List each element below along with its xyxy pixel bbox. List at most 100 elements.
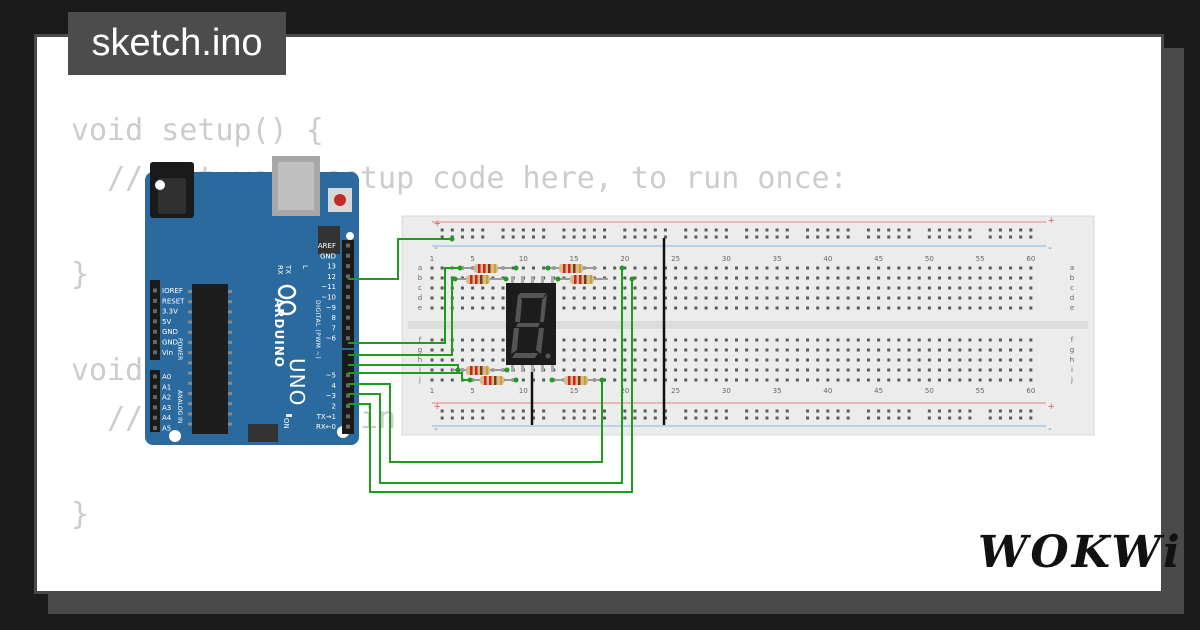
digital-header-pin[interactable] bbox=[346, 404, 350, 408]
terminal-hole bbox=[836, 338, 840, 342]
resistor-6[interactable] bbox=[466, 376, 518, 385]
analog-header-pin[interactable] bbox=[153, 374, 157, 379]
terminal-hole bbox=[968, 286, 972, 290]
rail-hole bbox=[440, 416, 444, 420]
power-header-pin[interactable] bbox=[153, 329, 157, 334]
power-header-pin[interactable] bbox=[153, 288, 157, 293]
terminal-hole bbox=[491, 358, 495, 362]
display-pin bbox=[521, 276, 524, 283]
power-header-pin[interactable] bbox=[153, 309, 157, 314]
row-label-right: d bbox=[1070, 294, 1074, 302]
wire-pin-3[interactable] bbox=[348, 268, 623, 484]
digital-header-pin[interactable] bbox=[346, 414, 350, 419]
terminal-hole bbox=[877, 338, 881, 342]
digital-header-pin[interactable] bbox=[346, 315, 350, 320]
terminal-hole bbox=[938, 368, 941, 372]
analog-header-pin[interactable] bbox=[153, 405, 157, 410]
terminal-hole bbox=[471, 358, 475, 362]
power-header-pin[interactable] bbox=[153, 298, 157, 303]
terminal-hole bbox=[887, 286, 891, 290]
rail-hole bbox=[948, 416, 952, 420]
terminal-hole bbox=[998, 358, 1002, 362]
analog-header-pin[interactable] bbox=[153, 384, 157, 389]
terminal-hole bbox=[430, 358, 434, 362]
analog-header-pin[interactable] bbox=[153, 415, 157, 420]
terminal-hole bbox=[968, 266, 972, 270]
digital-header-pin[interactable] bbox=[346, 383, 350, 388]
terminal-hole bbox=[866, 338, 870, 342]
wire-pin-5[interactable] bbox=[348, 372, 470, 381]
terminal-hole bbox=[765, 266, 769, 270]
terminal-hole bbox=[735, 266, 738, 270]
rail-hole bbox=[1009, 416, 1013, 420]
power-header-pin[interactable] bbox=[153, 350, 157, 355]
digital-header-pin[interactable] bbox=[346, 424, 350, 429]
terminal-hole bbox=[856, 368, 860, 372]
terminal-hole bbox=[592, 338, 596, 342]
digital-header-pin[interactable] bbox=[346, 373, 350, 378]
digital-header-pin[interactable] bbox=[346, 284, 350, 289]
digital-header-pin[interactable] bbox=[346, 305, 350, 310]
terminal-hole bbox=[887, 296, 891, 300]
resistor-4[interactable] bbox=[556, 275, 608, 284]
rail-hole bbox=[775, 416, 779, 420]
wire-gnd[interactable] bbox=[348, 238, 452, 280]
wire-pin-8[interactable] bbox=[348, 267, 460, 344]
terminal-hole bbox=[704, 286, 708, 290]
resistor-3[interactable] bbox=[545, 264, 597, 273]
rail-hole bbox=[806, 409, 810, 413]
chip-pin bbox=[228, 392, 232, 395]
terminal-hole bbox=[714, 296, 718, 300]
digital-header-pin[interactable] bbox=[346, 336, 350, 341]
terminal-hole bbox=[694, 348, 698, 352]
power-header-pin[interactable] bbox=[153, 340, 157, 344]
wire-pin-4[interactable] bbox=[348, 380, 603, 463]
rail-hole bbox=[714, 409, 718, 413]
rail-hole bbox=[501, 228, 505, 232]
terminal-hole bbox=[521, 266, 525, 270]
digital-header-pin[interactable] bbox=[346, 274, 350, 279]
resistor-2[interactable] bbox=[452, 275, 504, 284]
rail-hole bbox=[653, 409, 657, 413]
digital-header-pin[interactable] bbox=[346, 393, 350, 398]
terminal-hole bbox=[633, 358, 637, 362]
digital-header-pin[interactable] bbox=[346, 243, 350, 248]
rail-hole bbox=[816, 416, 820, 420]
terminal-hole bbox=[795, 266, 799, 270]
terminal-hole bbox=[816, 378, 820, 382]
terminal-hole bbox=[643, 276, 647, 280]
column-number: 45 bbox=[874, 387, 883, 395]
terminal-hole bbox=[592, 306, 596, 310]
row-label-left: f bbox=[419, 336, 422, 344]
reset-button[interactable] bbox=[334, 194, 346, 206]
digital-header-pin[interactable] bbox=[346, 253, 350, 258]
terminal-hole bbox=[735, 378, 738, 382]
terminal-hole bbox=[653, 296, 657, 300]
terminal-hole bbox=[958, 368, 962, 372]
rail-hole bbox=[998, 416, 1002, 420]
rail-hole bbox=[1009, 228, 1013, 232]
wire-pin-2[interactable] bbox=[348, 279, 633, 493]
digital-header-pin[interactable] bbox=[346, 325, 350, 330]
terminal-hole bbox=[735, 286, 738, 290]
digital-header-pin[interactable] bbox=[346, 295, 350, 299]
terminal-hole bbox=[1029, 338, 1033, 342]
power-header-pin[interactable] bbox=[153, 319, 157, 324]
terminal-hole bbox=[846, 306, 850, 310]
digital-header-pin[interactable] bbox=[346, 264, 350, 269]
resistor-7[interactable] bbox=[550, 376, 602, 385]
terminal-hole bbox=[785, 286, 789, 290]
analog-header-pin[interactable] bbox=[153, 426, 157, 430]
rail-hole bbox=[521, 228, 525, 232]
terminal-hole bbox=[958, 358, 962, 362]
terminal-hole bbox=[1009, 378, 1013, 382]
sketch-filename-tab[interactable]: sketch.ino bbox=[68, 12, 286, 75]
seven-segment-display[interactable] bbox=[506, 276, 556, 372]
terminal-hole bbox=[643, 286, 647, 290]
terminal-hole bbox=[430, 286, 434, 290]
resistor-1[interactable] bbox=[460, 264, 512, 273]
analog-header-pin[interactable] bbox=[153, 395, 157, 400]
resistor-5[interactable] bbox=[452, 366, 504, 375]
terminal-hole bbox=[907, 306, 911, 310]
